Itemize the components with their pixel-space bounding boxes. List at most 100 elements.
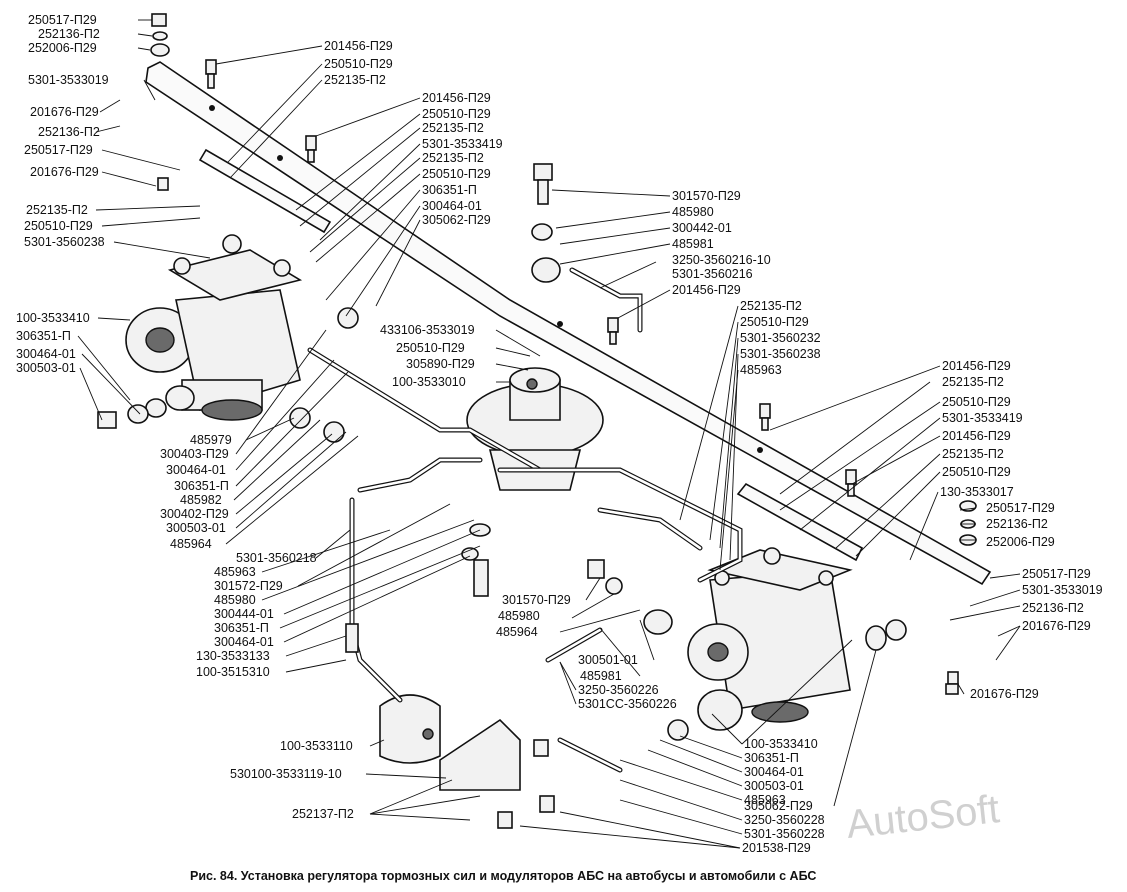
part-label: 252135-П2 (942, 375, 1004, 389)
part-label: 252136-П2 (38, 27, 100, 41)
part-label: 485981 (580, 669, 622, 683)
part-label: 5301-3533019 (1022, 583, 1103, 597)
part-label: 305062-П29 (422, 213, 491, 227)
part-label: 300464-01 (744, 765, 804, 779)
part-label: 3250-3560226 (578, 683, 659, 697)
part-label: 300503-01 (166, 521, 226, 535)
part-label: 5301-3533019 (28, 73, 109, 87)
brake-pipes (307, 267, 743, 773)
part-label: 5301-3560238 (740, 347, 821, 361)
part-label: 100-3533110 (280, 739, 353, 753)
part-label: 301570-П29 (672, 189, 741, 203)
part-label: 252006-П29 (28, 41, 97, 55)
part-label: 306351-П (16, 329, 71, 343)
part-label: 485982 (180, 493, 222, 507)
part-label: 250510-П29 (422, 167, 491, 181)
part-label: 252006-П29 (986, 535, 1055, 549)
part-label: 485963 (740, 363, 782, 377)
part-label: 201676-П29 (30, 105, 99, 119)
part-label: 306351-П (422, 183, 477, 197)
part-label: 250510-П29 (396, 341, 465, 355)
part-label: 250510-П29 (24, 219, 93, 233)
part-label: 300403-П29 (160, 447, 229, 461)
frame-bracket (145, 61, 992, 586)
fasteners (97, 13, 977, 829)
part-label: 252135-П2 (26, 203, 88, 217)
part-label: 252135-П2 (422, 121, 484, 135)
part-label: 485980 (498, 609, 540, 623)
part-label: 252136-П2 (986, 517, 1048, 531)
part-label: 201456-П29 (324, 39, 393, 53)
part-label: 485963 (744, 793, 786, 807)
part-label: 485964 (496, 625, 538, 639)
figure-caption: Рис. 84. Установка регулятора тормозных … (190, 869, 816, 883)
part-label: 485964 (170, 537, 212, 551)
brake-force-regulator (466, 367, 604, 491)
part-label: 250517-П29 (28, 13, 97, 27)
part-label: 5301-3533419 (422, 137, 503, 151)
part-label: 305062-П29 (744, 799, 813, 813)
part-label: 300501-01 (578, 653, 638, 667)
part-label: 5301-3560216 (672, 267, 753, 281)
part-label: 5301-3560238 (24, 235, 105, 249)
part-label: 433106-3533019 (380, 323, 475, 337)
part-label: 250510-П29 (422, 107, 491, 121)
part-label: 306351-П (174, 479, 229, 493)
part-label: 252135-П2 (324, 73, 386, 87)
part-label: 252136-П2 (38, 125, 100, 139)
part-label: 201676-П29 (30, 165, 99, 179)
part-label: 100-3533010 (392, 375, 466, 389)
part-label: 485980 (214, 593, 256, 607)
part-label: 250510-П29 (740, 315, 809, 329)
part-label: 252135-П2 (942, 447, 1004, 461)
part-label: 306351-П (214, 621, 269, 635)
sensor-unit (379, 694, 521, 791)
part-label: 201538-П29 (742, 841, 811, 855)
part-label: 300464-01 (214, 635, 274, 649)
part-label: 201456-П29 (422, 91, 491, 105)
part-label: 485981 (672, 237, 714, 251)
part-label: 5301СС-3560226 (578, 697, 677, 711)
part-label: 100-3515310 (196, 665, 270, 679)
part-label: 5301-3533419 (942, 411, 1023, 425)
part-label: 5301-3560232 (740, 331, 821, 345)
part-label: 252135-П2 (740, 299, 802, 313)
part-label: 300464-01 (422, 199, 482, 213)
part-label: 300503-01 (16, 361, 76, 375)
part-labels: 250517-П29 252136-П2 252006-П29 5301-353… (16, 13, 1103, 855)
part-label: 201456-П29 (942, 359, 1011, 373)
part-label: 3250-3560228 (744, 813, 825, 827)
part-label: 201456-П29 (942, 429, 1011, 443)
part-label: 201456-П29 (672, 283, 741, 297)
part-label: 252136-П2 (1022, 601, 1084, 615)
part-label: 300464-01 (16, 347, 76, 361)
part-label: 201676-П29 (1022, 619, 1091, 633)
part-label: 485963 (214, 565, 256, 579)
part-label: 250510-П29 (942, 465, 1011, 479)
part-label: 130-3533017 (940, 485, 1014, 499)
part-label: 252137-П2 (292, 807, 354, 821)
part-label: 300464-01 (166, 463, 226, 477)
part-label: 250517-П29 (1022, 567, 1091, 581)
abs-modulator-right (687, 547, 853, 731)
part-label: 3250-3560216-10 (672, 253, 771, 267)
part-label: 530100-3533119-10 (230, 767, 342, 781)
part-label: 485980 (672, 205, 714, 219)
part-label: 100-3533410 (744, 737, 818, 751)
part-label: 250510-П29 (324, 57, 393, 71)
part-label: 301570-П29 (502, 593, 571, 607)
part-label: 306351-П (744, 751, 799, 765)
abs-modulator-left (125, 234, 303, 421)
part-label: 250510-П29 (942, 395, 1011, 409)
part-label: 130-3533133 (196, 649, 270, 663)
leader-lines (77, 19, 1021, 849)
part-label: 5301-3560228 (744, 827, 825, 841)
part-label: 252135-П2 (422, 151, 484, 165)
part-label: 5301-3560218 (236, 551, 317, 565)
part-label: 300503-01 (744, 779, 804, 793)
part-label: 201676-П29 (970, 687, 1039, 701)
watermark: AutoSoft (844, 787, 1001, 847)
part-label: 301572-П29 (214, 579, 283, 593)
part-label: 485979 (190, 433, 232, 447)
